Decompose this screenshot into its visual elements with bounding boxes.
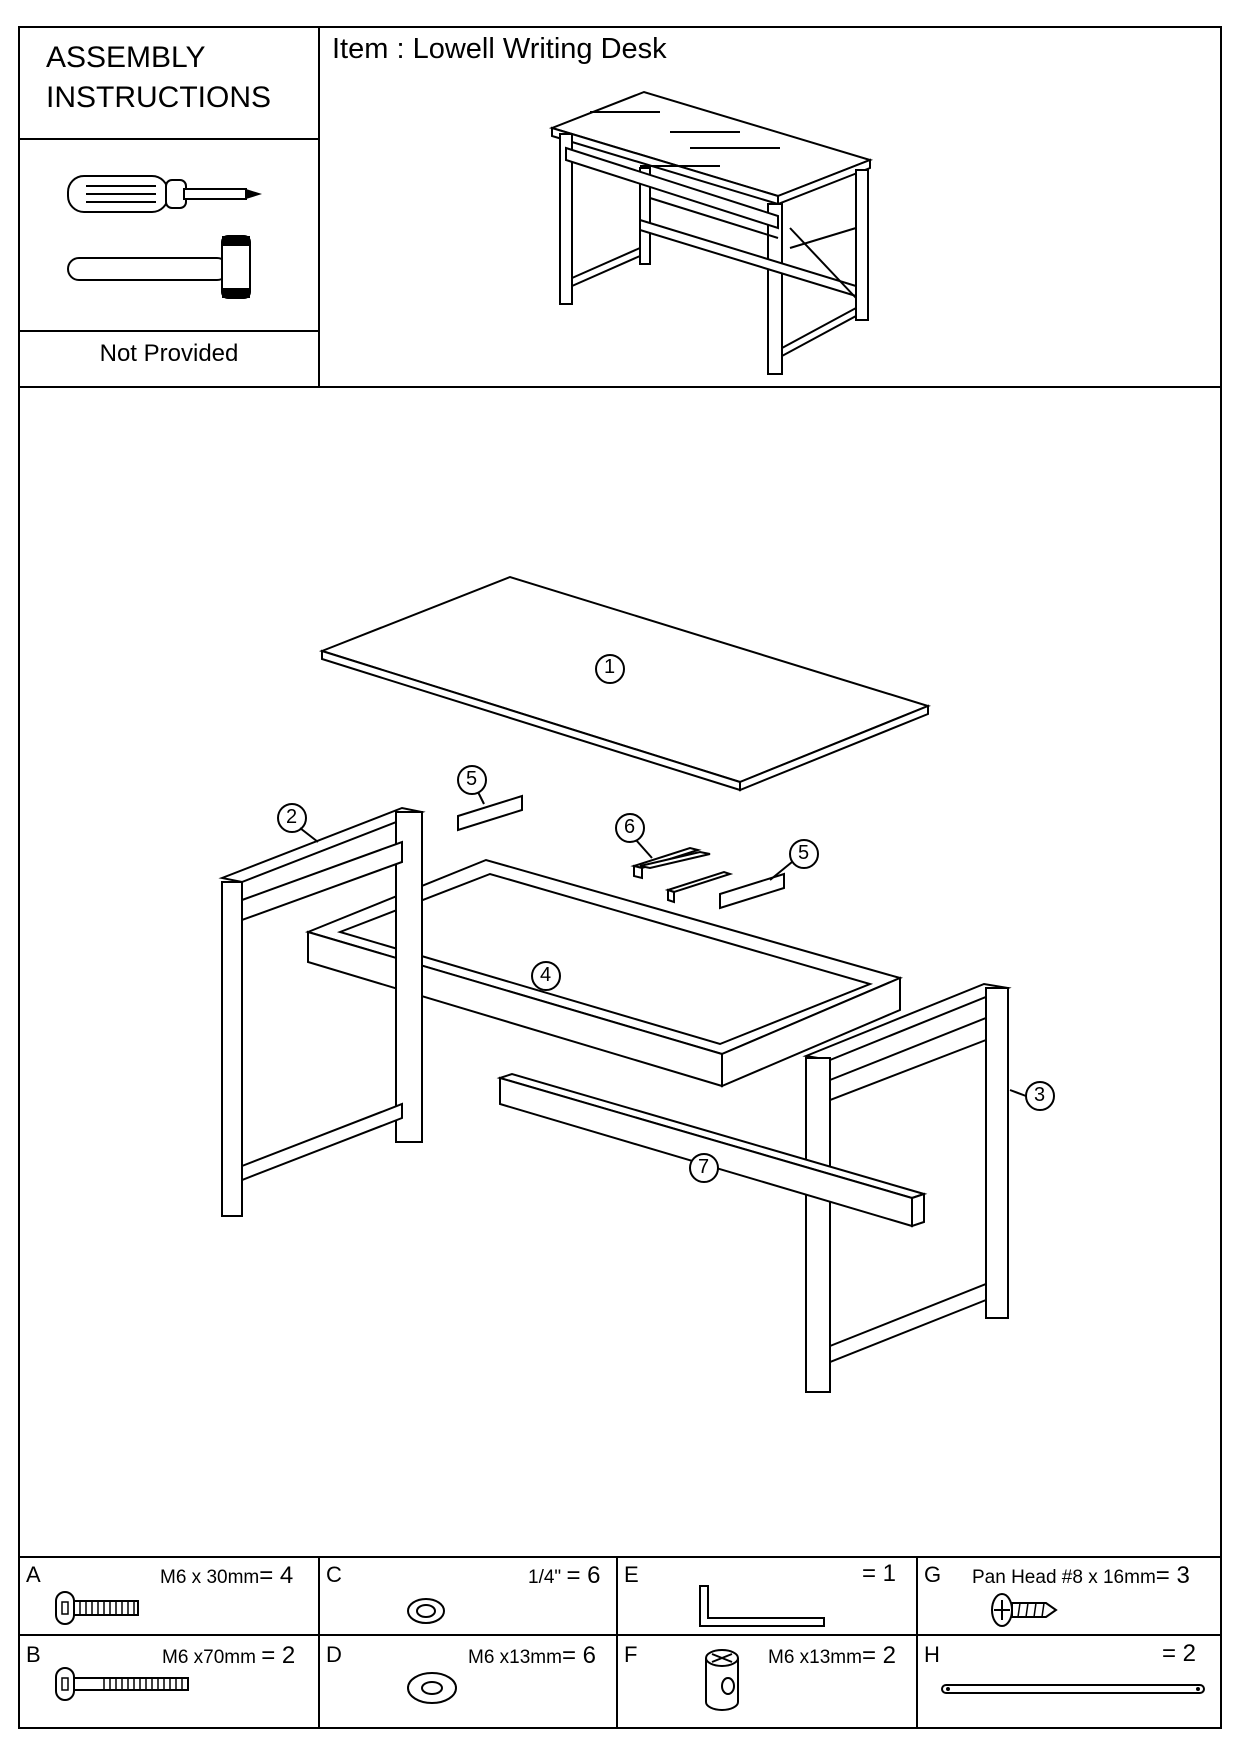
title-divider (18, 138, 320, 140)
hardware-qty-b: = 2 (261, 1642, 296, 1669)
part-right-leg-frame (802, 982, 1012, 1393)
header-divider-vertical (318, 26, 320, 388)
hardware-col-divider-3 (916, 1556, 918, 1729)
rod-icon (941, 1684, 1205, 1694)
hardware-letter-e: E (624, 1562, 639, 1587)
short-bolt-icon (55, 1591, 139, 1625)
hardware-qty-e: = 1 (862, 1560, 897, 1587)
part-desktop-panel (318, 575, 931, 792)
hardware-col-divider-1 (318, 1556, 320, 1729)
assembled-desk-illustration (548, 90, 874, 375)
screwdriver-icon (67, 175, 262, 213)
part-left-leg-frame (218, 806, 426, 1217)
hardware-letter-f: F (624, 1642, 638, 1667)
hardware-letter-a: A (26, 1562, 41, 1587)
hardware-spec-c: 1/4" = 6 (528, 1562, 600, 1590)
part-center-bracket (630, 846, 734, 904)
hardware-spec-f-size: M6 x13mm (768, 1647, 862, 1668)
hardware-qty-f: = 2 (861, 1642, 896, 1669)
hardware-col-divider-2 (616, 1556, 618, 1729)
hardware-spec-c-size: 1/4" (528, 1567, 562, 1588)
hardware-qty-c: = 6 (566, 1562, 601, 1589)
lock-washer-icon (407, 1598, 445, 1624)
hardware-spec-e: = 1 (862, 1560, 896, 1588)
hardware-letter-d: D (326, 1642, 342, 1667)
callout-1: 1 (604, 656, 616, 678)
item-name: Item : Lowell Writing Desk (332, 33, 667, 65)
document-title: ASSEMBLY INSTRUCTIONS (46, 38, 271, 118)
tools-divider (18, 330, 320, 332)
hardware-spec-a-size: M6 x 30mm (160, 1567, 260, 1588)
callout-6: 6 (624, 816, 636, 838)
callout-5b: 5 (798, 842, 810, 864)
hardware-spec-g: Pan Head #8 x 16mm= 3 (972, 1562, 1190, 1590)
callout-3: 3 (1034, 1084, 1046, 1106)
exploded-view-illustration (218, 575, 1055, 1393)
pan-head-screw-icon (991, 1593, 1058, 1627)
hardware-qty-g: = 3 (1155, 1562, 1190, 1589)
hardware-letter-b: B (26, 1642, 41, 1667)
hardware-spec-d: M6 x13mm= 6 (468, 1642, 596, 1670)
hardware-spec-h: = 2 (1162, 1640, 1196, 1668)
hardware-spec-b-size: M6 x70mm (162, 1647, 256, 1668)
flat-washer-icon (407, 1672, 457, 1704)
part-cleat-left (457, 794, 523, 832)
callout-4: 4 (540, 964, 552, 986)
hardware-letter-g: G (924, 1562, 942, 1587)
header-divider-bottom (18, 386, 1222, 388)
hardware-qty-d: = 6 (561, 1642, 596, 1669)
hardware-spec-f: M6 x13mm= 2 (768, 1642, 896, 1670)
document-title-line2: INSTRUCTIONS (46, 81, 271, 114)
hardware-spec-a: M6 x 30mm= 4 (160, 1562, 293, 1590)
hardware-letter-c: C (326, 1562, 342, 1587)
hardware-spec-g-size: Pan Head #8 x 16mm (972, 1567, 1156, 1588)
callout-2: 2 (286, 806, 298, 828)
part-cleat-right (719, 872, 785, 910)
barrel-nut-icon (705, 1649, 739, 1711)
long-bolt-icon (55, 1667, 189, 1701)
hardware-spec-d-size: M6 x13mm (468, 1647, 562, 1668)
hardware-qty-a: = 4 (259, 1562, 294, 1589)
mallet-icon (67, 235, 251, 299)
page-frame (18, 26, 1222, 1729)
document-title-line1: ASSEMBLY (46, 41, 206, 74)
hardware-spec-b: M6 x70mm = 2 (162, 1642, 295, 1670)
hardware-qty-h: = 2 (1162, 1640, 1197, 1667)
callout-7: 7 (698, 1156, 710, 1178)
tools-not-provided-note: Not Provided (99, 340, 239, 367)
part-stretcher-rail (496, 1072, 928, 1228)
hardware-letter-h: H (924, 1642, 940, 1667)
exploded-callouts (277, 654, 1055, 1183)
hardware-table-top (18, 1556, 1222, 1558)
allen-key-icon (699, 1585, 825, 1627)
hardware-table-middle (18, 1634, 1222, 1636)
callout-5a: 5 (466, 768, 478, 790)
